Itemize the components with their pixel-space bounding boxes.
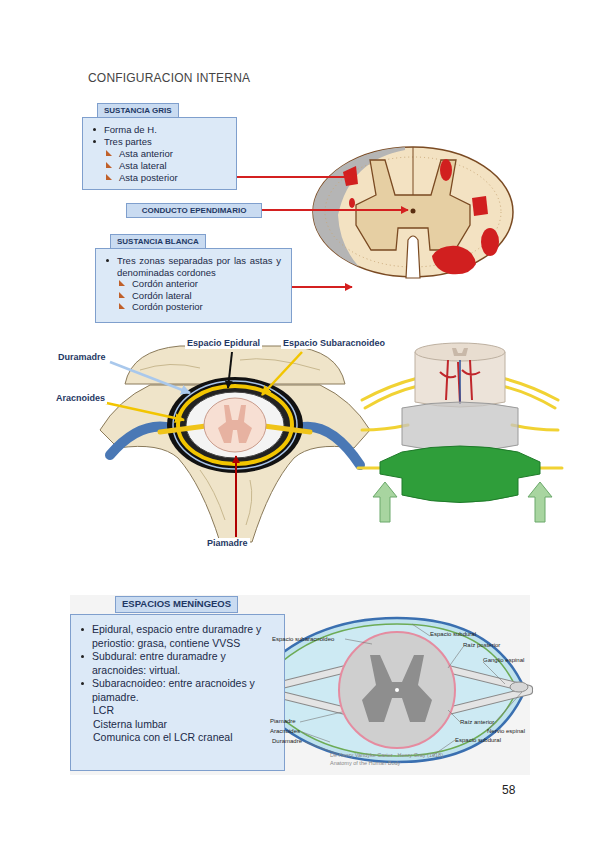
sub-item: Cordón anterior	[104, 278, 281, 290]
image-credit: De Henry Vandyke Carter - Henry Gray (19…	[330, 752, 455, 767]
meninges-layers	[528, 482, 552, 522]
meningeal-spaces-figure	[412, 624, 430, 636]
meninges-layers	[502, 386, 555, 408]
meningeal-spaces-figure	[70, 595, 530, 775]
figure-label: Ganglio espinal	[483, 656, 524, 664]
meninges-layers	[440, 360, 480, 404]
list-line: Cisterna lumbar	[79, 718, 274, 732]
box-heading: SUSTANCIA BLANCA	[110, 234, 206, 249]
page-heading: CONFIGURACION INTERNA	[88, 71, 250, 85]
figure-label: Raíz posterior	[463, 641, 500, 649]
meningeal-spaces-figure	[339, 632, 455, 748]
meninges-layers	[362, 425, 408, 430]
figure-label: Piamadre	[270, 717, 296, 725]
sub-item: Cordón lateral	[104, 290, 281, 302]
pointer-arrow	[235, 456, 237, 537]
pointer-arrow	[110, 362, 190, 393]
meningeal-spaces-figure	[444, 691, 529, 712]
vertebra-section	[204, 398, 266, 452]
meningeal-spaces-figure	[483, 662, 505, 684]
structure-label: Piamadre	[205, 538, 250, 549]
meningeal-spaces-figure	[300, 712, 342, 722]
sub-item: Asta lateral	[91, 160, 228, 172]
meningeal-spaces-figure	[362, 655, 432, 722]
pointer-arrow	[262, 352, 302, 395]
meninges-layers	[402, 402, 518, 452]
bullet-item: Subdural: entre duramadre y aracnoides: …	[79, 650, 274, 677]
meninges-layers	[358, 467, 380, 470]
meninges-layers	[365, 386, 418, 408]
list-line: LCR	[79, 704, 274, 718]
pointer-arrow	[102, 352, 302, 537]
spinal-cord-section	[432, 246, 476, 275]
label-box: CONDUCTO EPENDIMARIO	[126, 203, 262, 218]
vertebra-section	[100, 346, 370, 542]
meningeal-spaces-figure	[302, 732, 330, 742]
spinal-cord-section	[300, 140, 513, 290]
figure-label: Aracnoides	[270, 727, 300, 735]
meninges-layers	[459, 360, 461, 404]
bullet-item: Forma de H.	[91, 124, 228, 136]
figure-label: Duramadre	[272, 737, 302, 745]
vertebra-section	[100, 385, 370, 542]
spinal-cord-section	[349, 198, 355, 208]
meningeal-spaces-figure	[255, 624, 517, 756]
spinal-cord-section	[413, 147, 414, 195]
meninges-layers	[373, 482, 397, 522]
figure-label: Raíz anterior	[460, 718, 494, 726]
meningeal-spaces-figure	[448, 710, 460, 722]
meningeal-spaces-figure	[300, 624, 522, 756]
figure-label: Espacio subaracnoideo	[272, 635, 334, 643]
vertebra-section	[160, 426, 206, 432]
bullet-item: Epidural, espacio entre duramadre y peri…	[79, 623, 274, 650]
text-box: SUSTANCIA BLANCATres zonas separadas por…	[95, 248, 292, 323]
vertebra-section	[218, 405, 252, 443]
bullet-item: Subaracnoideo: entre aracnoides y piamad…	[79, 677, 274, 704]
spinal-cord-section	[481, 228, 499, 256]
meninges-layers	[380, 446, 540, 503]
spinal-cord-section	[406, 236, 420, 278]
meningeal-spaces-figure	[487, 692, 522, 731]
meningeal-spaces-figure	[395, 688, 399, 692]
meningeal-spaces-figure	[70, 595, 532, 775]
meninges-layers	[452, 348, 468, 356]
spinal-cord-section	[411, 209, 416, 214]
box-label: CONDUCTO EPENDIMARIO	[142, 206, 247, 216]
list-line: Comunica con el LCR craneal	[79, 731, 274, 745]
meninges-layers	[358, 343, 562, 522]
meningeal-spaces-figure	[444, 691, 529, 712]
figure-label: Nervio espinal	[487, 727, 525, 735]
meningeal-spaces-figure	[448, 647, 463, 668]
spinal-cord-section	[472, 196, 488, 216]
pointer-arrow	[262, 209, 408, 211]
pointer-arrow	[228, 352, 232, 388]
text-box: SUSTANCIA GRISForma de H.Tres partesAsta…	[82, 117, 237, 190]
page-number: 58	[502, 783, 515, 797]
text-box: ESPACIOS MENÍNGEOSEpidural, espacio entr…	[70, 614, 285, 771]
spinal-cord-section	[440, 159, 452, 181]
box-heading: ESPACIOS MENÍNGEOS	[115, 596, 238, 613]
meningeal-spaces-figure	[510, 682, 528, 692]
bullet-item: Tres partes	[91, 136, 228, 148]
sub-item: Cordón posterior	[104, 301, 281, 313]
structure-label: Duramadre	[56, 352, 108, 363]
structure-label: Espacio Epidural	[185, 338, 262, 349]
sub-item: Asta anterior	[91, 148, 228, 160]
structure-label: Espacio Subaracnoideo	[281, 338, 387, 349]
bullet-item: Tres zonas separadas por las astas y den…	[104, 255, 281, 278]
meninges-layers	[415, 343, 505, 361]
vertebra-section	[264, 426, 310, 432]
meninges-layers	[512, 425, 558, 430]
figure-label: Espacio subdural	[430, 630, 476, 638]
box-heading: SUSTANCIA GRIS	[97, 103, 179, 118]
sub-item: Asta posterior	[91, 172, 228, 184]
vertebra-section	[173, 381, 297, 469]
meninges-layers	[540, 467, 562, 470]
figure-label: Espacio subdural	[455, 736, 501, 744]
meningeal-spaces-figure	[245, 618, 525, 762]
meningeal-spaces-figure	[345, 639, 372, 644]
structure-label: Aracnoides	[54, 393, 107, 404]
pointer-arrow	[102, 402, 184, 420]
